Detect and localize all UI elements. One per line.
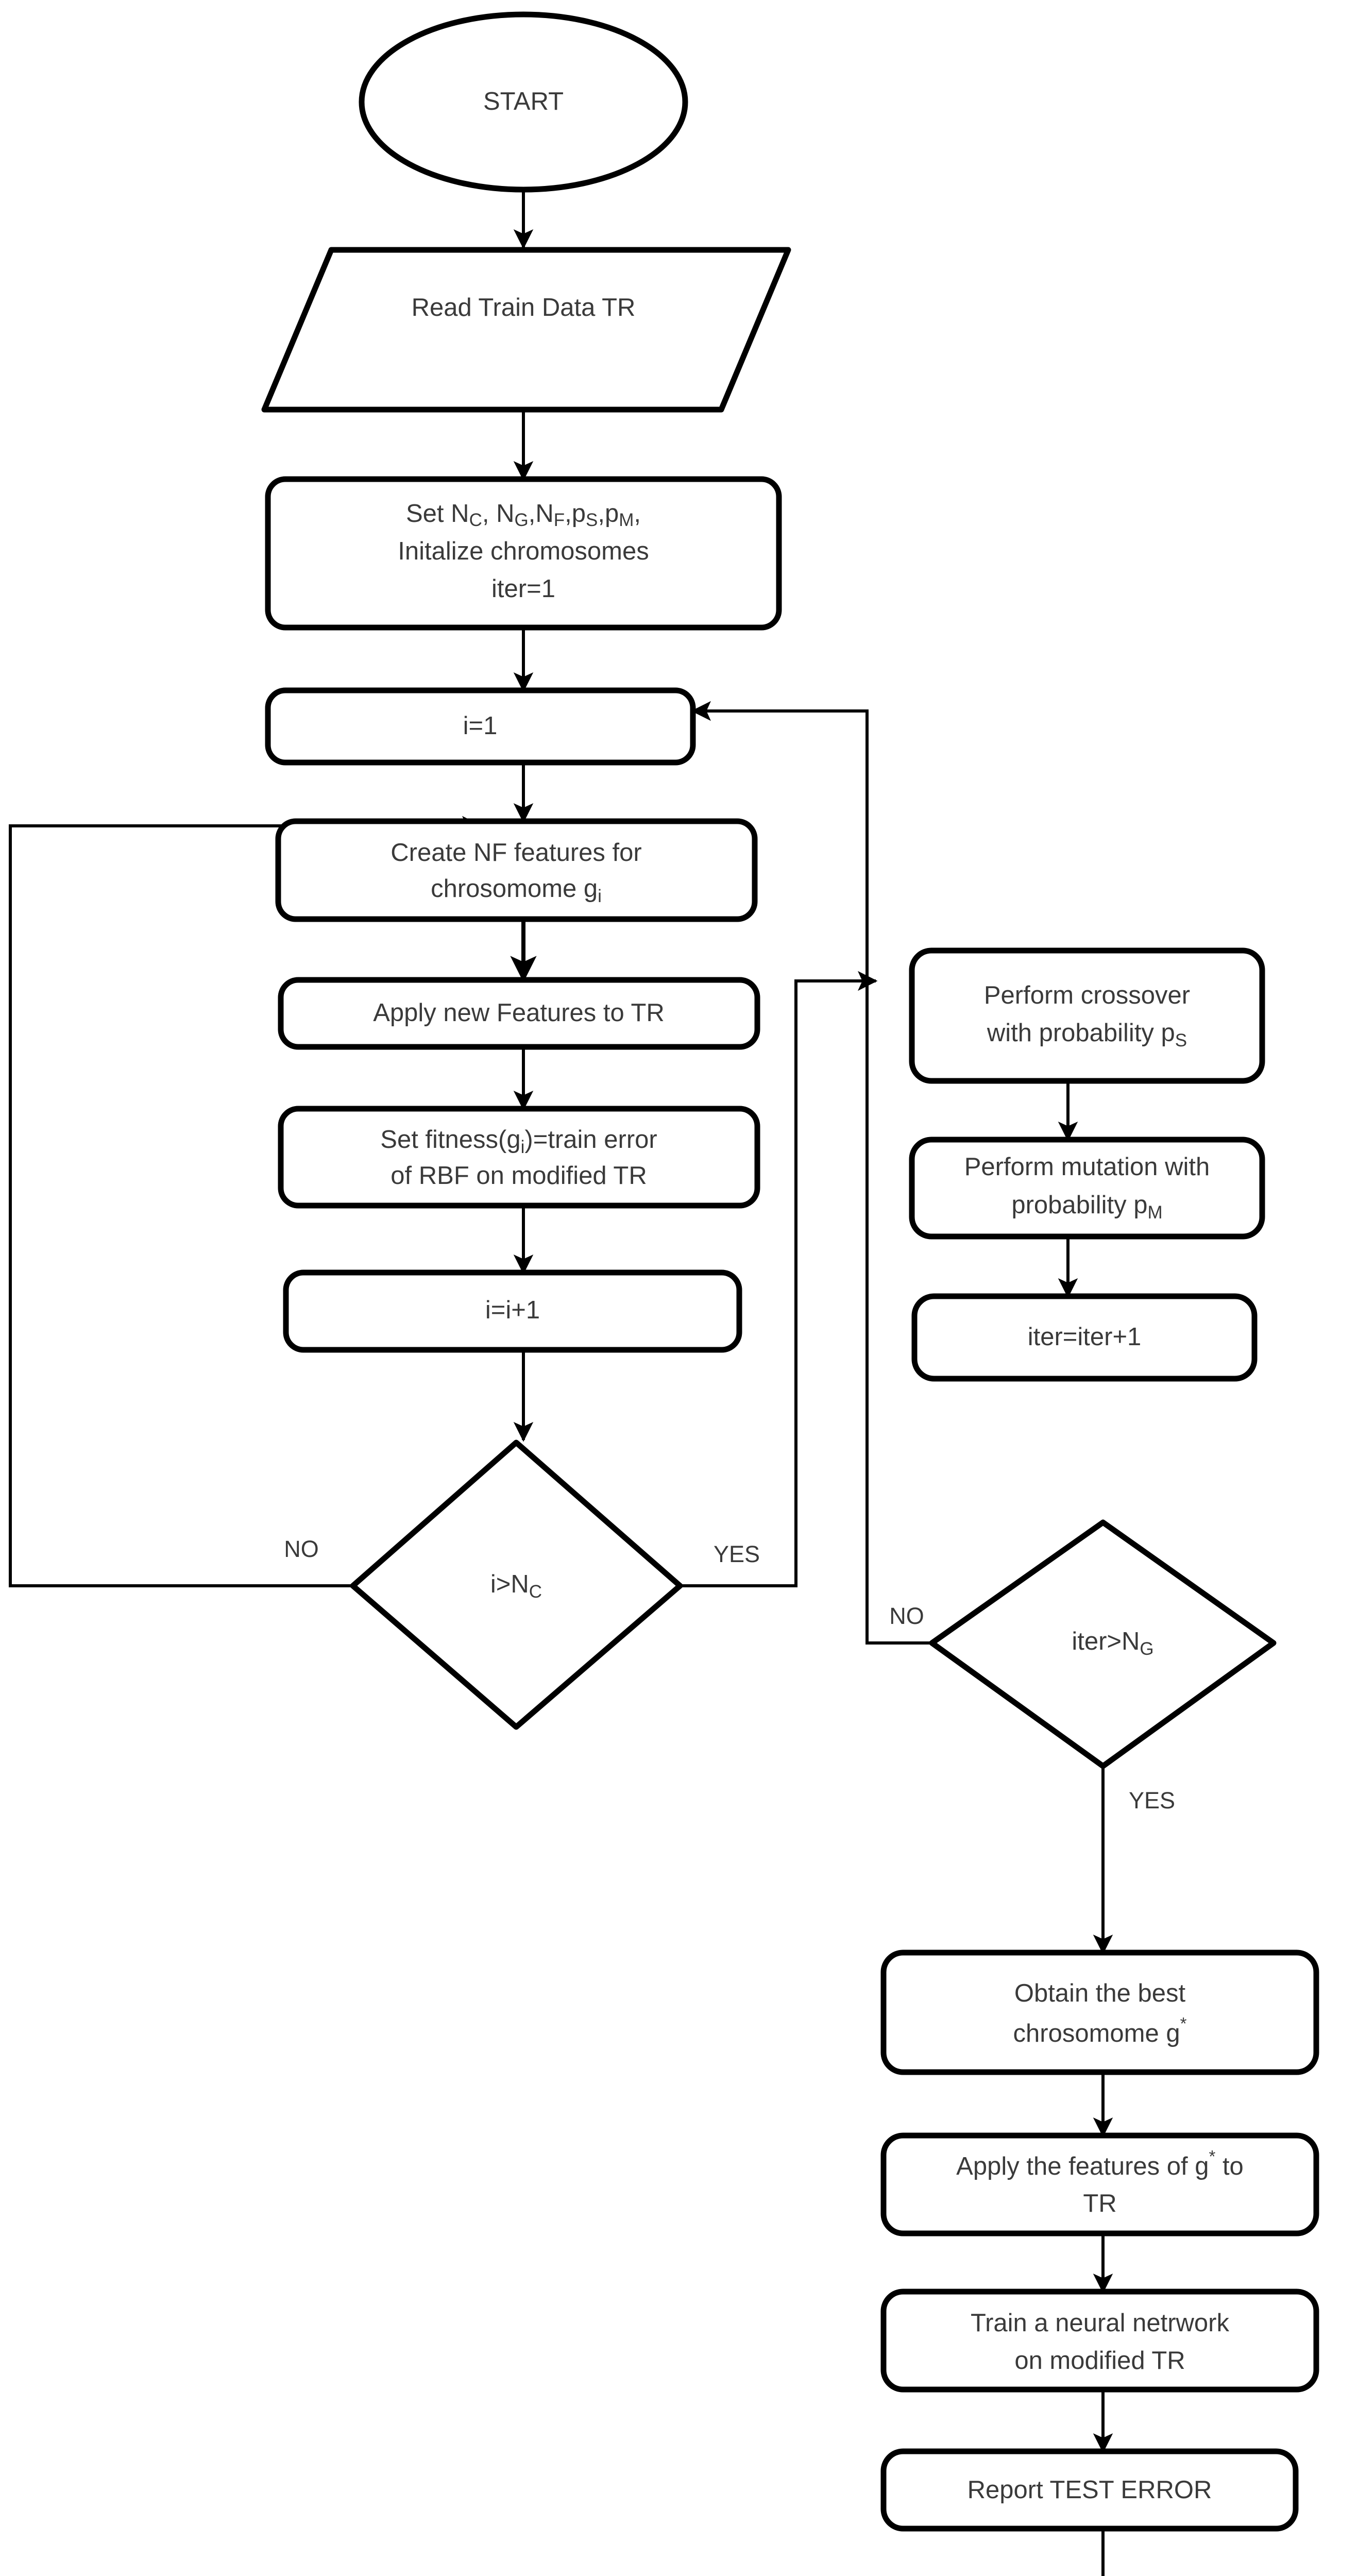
node-create-features-line1: Create NF features for xyxy=(391,839,641,867)
node-create-features-line2: chrosomome gi xyxy=(431,875,602,906)
node-decision-iter-label: iter>NG xyxy=(1072,1628,1153,1659)
node-report-error-label: Report TEST ERROR xyxy=(967,2476,1212,2504)
node-i-init-label: i=1 xyxy=(463,712,498,740)
node-apply-best-line2: TR xyxy=(1083,2190,1116,2217)
node-iter-incr[interactable]: iter=iter+1 xyxy=(911,1293,1258,1382)
node-mutation[interactable]: Perform mutation with probability pM xyxy=(909,1137,1265,1240)
node-read-data[interactable]: Read Train Data TR xyxy=(261,247,791,413)
edge-decisioni-no-loop xyxy=(9,816,482,1587)
node-create-features[interactable]: Create NF features for chrosomome gi xyxy=(275,818,758,922)
node-set-params-line2: Initalize chromosomes xyxy=(398,537,649,565)
edge-decisioni-yes-to-crossover xyxy=(680,971,878,1587)
node-apply-features[interactable]: Apply new Features to TR xyxy=(278,977,760,1050)
node-iter-incr-label: iter=iter+1 xyxy=(1028,1323,1142,1351)
edge-label-decision-i-yes: YES xyxy=(714,1541,760,1567)
node-crossover-line2: with probability pS xyxy=(987,1019,1187,1050)
node-crossover-line1: Perform crossover xyxy=(984,981,1190,1009)
node-report-error[interactable]: Report TEST ERROR xyxy=(880,2448,1299,2532)
node-apply-best-line1: Apply the features of g* to xyxy=(956,2147,1244,2180)
node-mutation-line1: Perform mutation with xyxy=(964,1153,1210,1181)
node-decision-i[interactable]: i>NC xyxy=(350,1439,683,1730)
node-i-incr[interactable]: i=i+1 xyxy=(283,1269,742,1353)
node-train-nn-line1: Train a neural netrwork xyxy=(971,2309,1230,2337)
node-train-nn-line2: on modified TR xyxy=(1014,2347,1185,2375)
node-decision-i-label: i>NC xyxy=(490,1570,542,1602)
edge-label-decision-iter-yes: YES xyxy=(1129,1787,1175,1814)
node-start-label: START xyxy=(483,88,564,115)
edge-decisioniter-no-loop xyxy=(691,701,932,1645)
node-train-nn[interactable]: Train a neural netrwork on modified TR xyxy=(880,2289,1319,2393)
node-set-params[interactable]: Set NC, NG,NF,pS,pM, Initalize chromosom… xyxy=(265,476,782,631)
node-set-fitness-line1: Set fitness(gi)=train error xyxy=(380,1126,657,1157)
node-decision-iter[interactable]: iter>NG xyxy=(929,1519,1277,1769)
node-start[interactable]: START xyxy=(359,11,688,193)
node-crossover[interactable]: Perform crossover with probability pS xyxy=(909,947,1265,1084)
node-set-fitness-line2: of RBF on modified TR xyxy=(391,1162,647,1190)
edge-label-decision-iter-no: NO xyxy=(889,1603,924,1629)
node-i-init[interactable]: i=1 xyxy=(265,687,696,766)
node-set-params-line1: Set NC, NG,NF,pS,pM, xyxy=(406,500,641,530)
node-set-fitness[interactable]: Set fitness(gi)=train error of RBF on mo… xyxy=(278,1106,760,1209)
node-apply-best[interactable]: Apply the features of g* to TR xyxy=(880,2132,1319,2236)
node-obtain-best-line1: Obtain the best xyxy=(1014,1979,1186,2007)
node-obtain-best-line2: chrosomome g* xyxy=(1013,2014,1187,2047)
node-i-incr-label: i=i+1 xyxy=(485,1296,540,1324)
node-obtain-best[interactable]: Obtain the best chrosomome g* xyxy=(880,1950,1319,2075)
node-mutation-line2: probability pM xyxy=(1011,1191,1162,1223)
node-apply-features-label: Apply new Features to TR xyxy=(373,999,665,1027)
edge-label-decision-i-no: NO xyxy=(284,1536,319,1562)
node-set-params-line3: iter=1 xyxy=(491,575,555,603)
node-read-data-label: Read Train Data TR xyxy=(412,294,636,321)
